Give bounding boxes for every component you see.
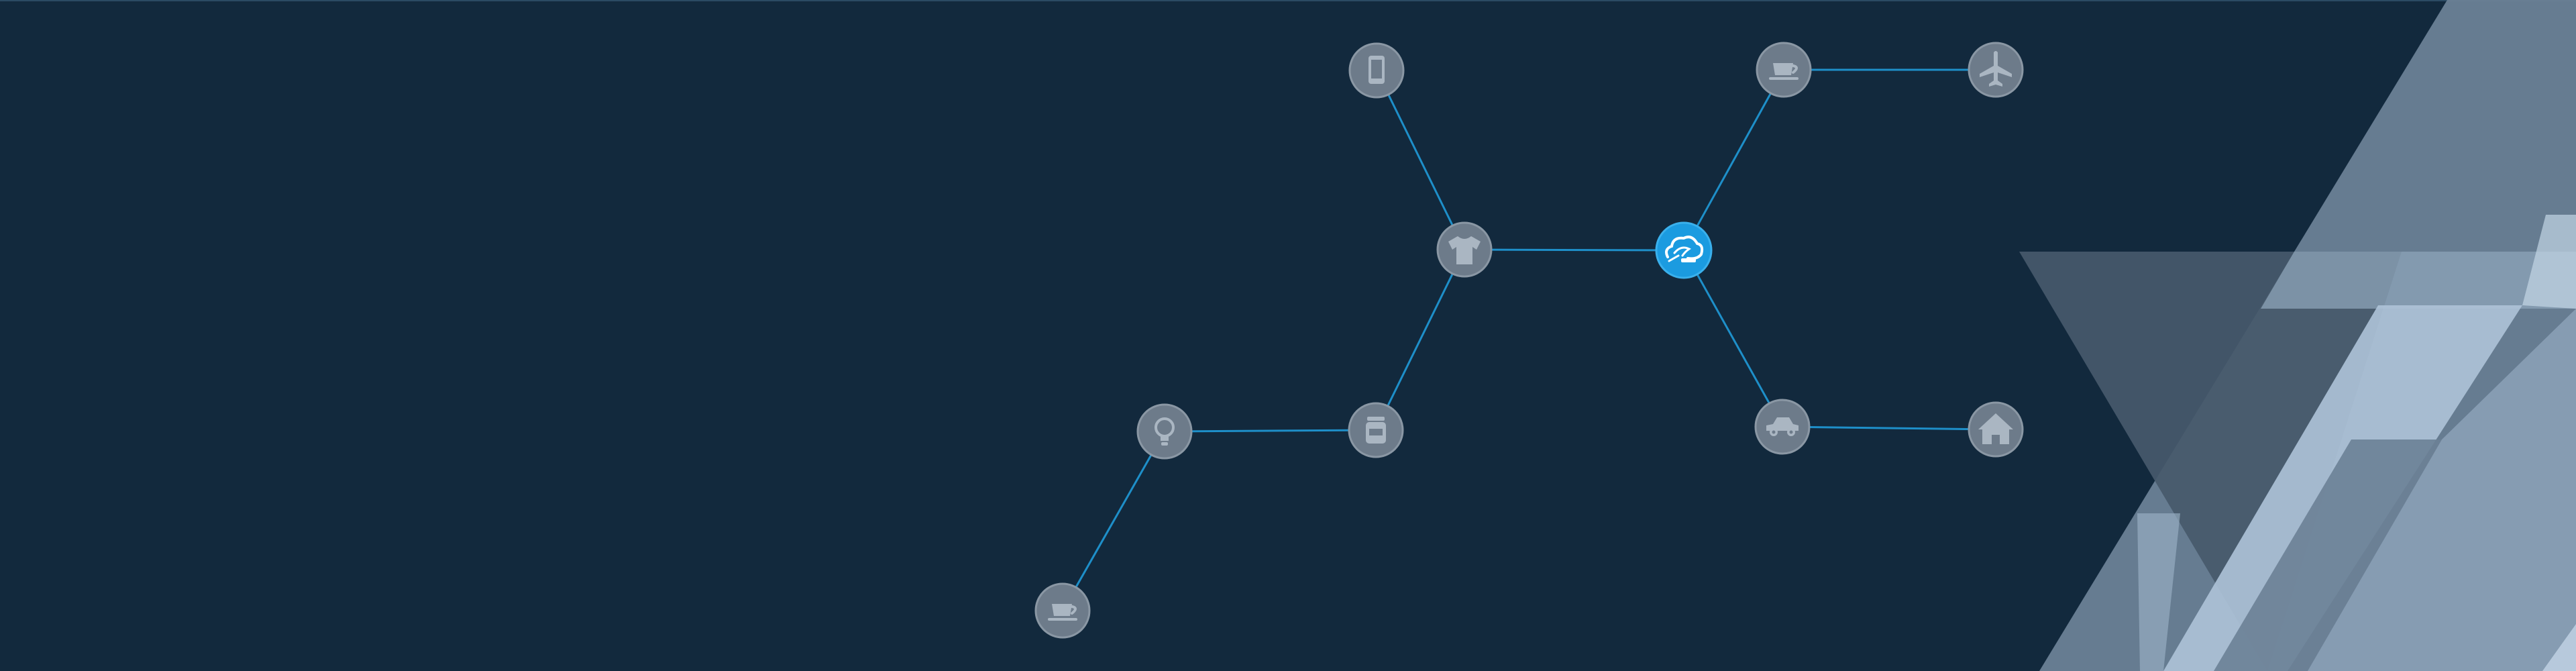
left-pale-sliver [2137,513,2180,671]
cloud-logo-icon [1665,236,1704,262]
node-plane [1968,42,2024,98]
geometric-shapes [2019,0,2576,671]
link-phone-tshirt [1375,70,1466,250]
node-bulb [1136,403,1193,460]
node-hub [1655,221,1713,279]
dark-inverted-triangle [2019,252,2402,671]
light-lower-wedge [2308,309,2576,671]
coffee-cup-icon [1769,63,1799,80]
mid-parallelogram [2214,440,2442,671]
link-hub-cuptop [1682,69,1785,251]
node-tshirt [1436,221,1493,278]
network-links [1061,68,1996,611]
tshirt-icon [1448,236,1481,264]
corner-highlight [2542,624,2576,671]
node-cup-bottom [1034,582,1091,639]
lightbulb-icon [1155,417,1175,446]
link-bulb-cup [1061,431,1166,611]
airplane-icon [1980,51,2012,87]
jar-icon [1366,417,1386,444]
right-edge-sliver [2522,215,2576,309]
node-phone [1348,42,1405,99]
car-icon [1766,417,1799,436]
link-jar-bulb [1164,429,1377,433]
house-icon [1978,413,2013,444]
link-car-house [1782,425,1996,431]
light-band [2261,252,2576,309]
coffee-cup-icon [1048,604,1077,621]
top-border [0,0,2576,1]
node-jar [1348,402,1404,458]
node-cup-top [1756,42,1812,98]
link-hub-car [1682,250,1784,427]
node-car [1754,399,1811,455]
link-tshirt-jar [1375,249,1466,431]
smartphone-icon [1368,56,1385,84]
node-house [1968,401,2024,458]
